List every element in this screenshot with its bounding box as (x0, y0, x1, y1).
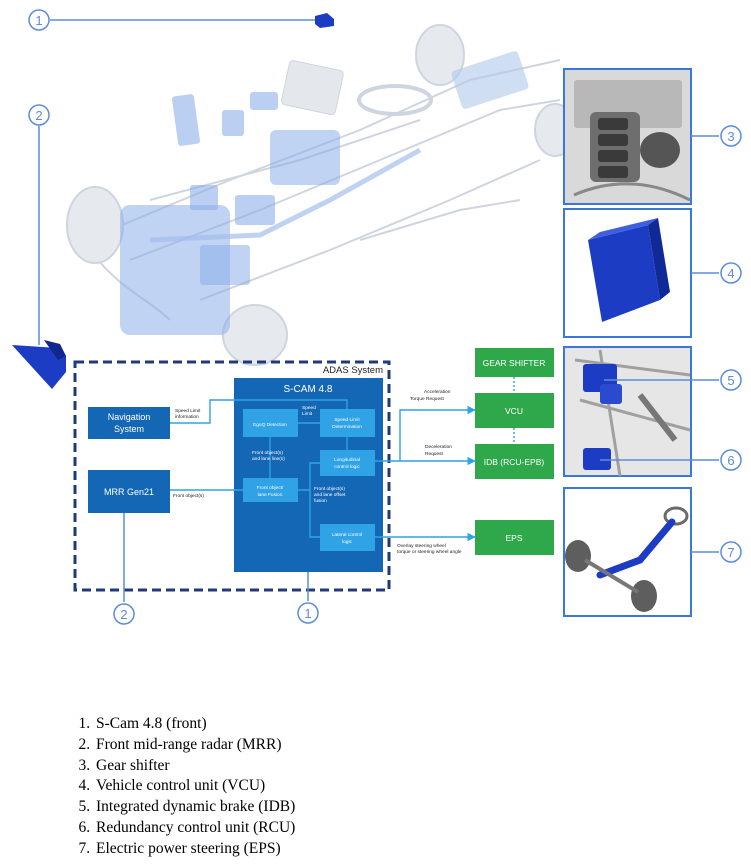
callout-leader-lines (123, 513, 309, 602)
scam-title: S-CAM 4.8 (284, 384, 333, 395)
callout-7: 7 (691, 541, 742, 563)
svg-text:Navigation: Navigation (108, 412, 151, 422)
svg-text:7: 7 (727, 545, 734, 560)
callout-2-top: 2 (28, 104, 50, 345)
connector-lines (170, 377, 515, 542)
svg-text:Front object(s): Front object(s) (173, 493, 204, 499)
callout-2-bottom: 2 (113, 603, 135, 625)
svg-text:2: 2 (120, 607, 127, 622)
svg-text:3: 3 (727, 129, 734, 144)
svg-text:Speed Limit: Speed Limit (334, 417, 360, 423)
legend-item: Gear shifter (94, 756, 295, 777)
adas-system-label: ADAS System (323, 365, 383, 376)
idb-box: IDB (RCU-EPB) (475, 444, 554, 479)
svg-text:Acceleration: Acceleration (424, 389, 451, 395)
callout-1-top: 1 (28, 9, 318, 31)
svg-text:Longitudinal: Longitudinal (334, 457, 360, 463)
svg-text:Limit: Limit (302, 411, 313, 417)
legend-item: Redundancy control unit (RCU) (94, 818, 295, 839)
vcu-image-frame (563, 208, 692, 338)
svg-text:Torque Request: Torque Request (410, 396, 445, 402)
eps-box: EPS (475, 520, 554, 555)
svg-text:logic: logic (342, 539, 352, 545)
svg-text:EgoQ Detection: EgoQ Detection (253, 422, 287, 428)
connector-labels: Speed Limit information Front object(s) … (173, 389, 462, 555)
navigation-system-block: Navigation System (88, 407, 170, 439)
svg-text:and lane line(s): and lane line(s) (252, 456, 285, 462)
svg-text:Overlay steering wheel: Overlay steering wheel (397, 543, 446, 549)
svg-text:information: information (175, 414, 199, 420)
svg-text:Front object(s): Front object(s) (252, 450, 283, 456)
svg-text:EPS: EPS (505, 533, 522, 543)
svg-text:torque or steering wheel angle: torque or steering wheel angle (397, 549, 462, 555)
callout-5: 5 (604, 369, 742, 391)
radar-part-icon (12, 340, 66, 389)
svg-text:1: 1 (304, 606, 311, 621)
legend-item: Electric power steering (EPS) (94, 839, 295, 860)
callout-1-bottom: 1 (297, 602, 319, 624)
eps-image-frame (563, 487, 692, 617)
svg-text:MRR Gen21: MRR Gen21 (104, 487, 154, 497)
svg-text:Front object/: Front object/ (257, 485, 284, 491)
svg-text:2: 2 (35, 108, 42, 123)
svg-text:Front object(s): Front object(s) (314, 486, 345, 492)
svg-text:VCU: VCU (505, 406, 523, 416)
svg-text:and lane offset: and lane offset (314, 492, 346, 498)
callout-3: 3 (691, 125, 742, 147)
callout-4: 4 (691, 262, 742, 284)
svg-text:Lateral control: Lateral control (332, 532, 362, 538)
camera-part-icon (315, 13, 334, 28)
svg-text:Request: Request (425, 451, 444, 457)
svg-text:fusion: fusion (314, 498, 327, 504)
legend-item: Front mid-range radar (MRR) (94, 735, 295, 756)
svg-text:6: 6 (727, 453, 734, 468)
speed-limit-block: Speed Limit Determination (320, 409, 375, 437)
svg-text:GEAR SHIFTER: GEAR SHIFTER (483, 358, 546, 368)
legend-item: Vehicle control unit (VCU) (94, 776, 295, 797)
idb-rcu-image-frame (563, 346, 692, 477)
front-fusion-block: Front object/ lane Fusion (243, 478, 298, 502)
vcu-box: VCU (475, 393, 554, 428)
lateral-control-block: Lateral control logic (320, 524, 375, 551)
svg-text:Deceleration: Deceleration (425, 444, 452, 450)
egoq-detection-block: EgoQ Detection (243, 409, 298, 437)
adas-system-container: ADAS System (73, 360, 391, 592)
callout-number: 1 (35, 13, 42, 28)
legend-item: Integrated dynamic brake (IDB) (94, 797, 295, 818)
svg-text:lane Fusion: lane Fusion (258, 492, 283, 498)
svg-text:4: 4 (727, 266, 734, 281)
svg-text:5: 5 (727, 373, 734, 388)
svg-text:control logic: control logic (334, 464, 360, 470)
svg-text:Determination: Determination (332, 424, 362, 430)
legend-item: S-Cam 4.8 (front) (94, 714, 295, 735)
callout-6: 6 (600, 449, 742, 471)
mrr-block: MRR Gen21 (88, 470, 170, 513)
svg-text:System: System (114, 424, 144, 434)
svg-text:IDB (RCU-EPB): IDB (RCU-EPB) (484, 457, 545, 467)
component-legend: S-Cam 4.8 (front) Front mid-range radar … (66, 714, 295, 860)
longitudinal-control-block: Longitudinal control logic (320, 450, 375, 476)
svg-text:Speed: Speed (302, 405, 316, 411)
gear-shifter-image-frame (563, 68, 692, 205)
vehicle-chassis-illustration (66, 24, 576, 366)
svg-text:Speed Limit: Speed Limit (175, 408, 201, 414)
gear-shifter-box: GEAR SHIFTER (475, 348, 554, 377)
